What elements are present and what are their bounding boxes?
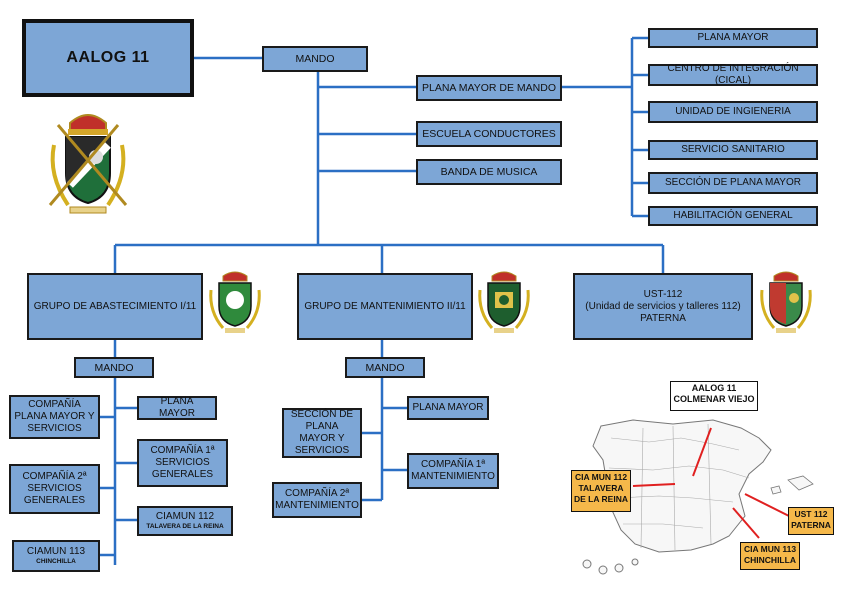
compania-2-mantenimiento-label: COMPAÑÍA 2ª MANTENIMIENTO (275, 488, 359, 511)
seccion-plana-mayor-item-label: SECCIÓN DE PLANA MAYOR (665, 177, 801, 188)
mantenimiento-plana-mayor-box: PLANA MAYOR (407, 396, 489, 420)
grupo-mantenimiento-box: GRUPO DE MANTENIMIENTO II/11 (297, 273, 473, 340)
compania-1-mantenimiento-box: COMPAÑÍA 1ª MANTENIMIENTO (407, 453, 499, 489)
ust-crest-icon (760, 271, 812, 333)
ciamun-113-label: CIAMUN 113 (26, 546, 86, 557)
ciamun-112-label: CIAMUN 112 (155, 511, 215, 522)
grupo-mantenimiento-title: GRUPO DE MANTENIMIENTO II/11 (304, 300, 466, 312)
mantenimiento-mando-label: MANDO (365, 361, 405, 374)
mando-top-label: MANDO (295, 53, 335, 65)
plana-mayor-item-box: PLANA MAYOR (648, 28, 818, 48)
ust-line1: UST-112 (643, 288, 683, 300)
map-tag-chinchilla: CIA MUN 113 CHINCHILLA (740, 542, 800, 570)
grupo-abastecimiento-title: GRUPO DE ABASTECIMIENTO I/11 (33, 300, 197, 312)
compania-2-servicios-generales-box: COMPAÑÍA 2ª SERVICIOS GENERALES (9, 464, 100, 514)
map-tag-talavera: CIA MUN 112 TALAVERA DE LA REINA (571, 470, 631, 512)
compania-2-mantenimiento-box: COMPAÑÍA 2ª MANTENIMIENTO (272, 482, 362, 518)
grupo-abastecimiento-box: GRUPO DE ABASTECIMIENTO I/11 (27, 273, 203, 340)
abastecimiento-plana-mayor-box: PLANA MAYOR (137, 396, 217, 420)
map-tag-talavera-line3: DE LA REINA (574, 494, 628, 504)
map-tag-talavera-line2: TALAVERA (578, 483, 624, 493)
plana-mayor-mando-box: PLANA MAYOR DE MANDO (416, 75, 562, 101)
escuela-conductores-box: ESCUELA CONDUCTORES (416, 121, 562, 147)
ciamun-112-box: CIAMUN 112 TALAVERA DE LA REINA (137, 506, 233, 536)
mantenimiento-mando-box: MANDO (345, 357, 425, 378)
compania-plana-mayor-servicios-label: COMPAÑÍA PLANA MAYOR Y SERVICIOS (14, 399, 95, 434)
ust-line3: PATERNA (640, 312, 686, 324)
sanitario-item-box: SERVICIO SANITARIO (648, 140, 818, 160)
abastecimiento-plana-mayor-label: PLANA MAYOR (159, 396, 195, 419)
map-tag-hq-line2: COLMENAR VIEJO (673, 394, 755, 404)
aalog-crest-icon (46, 107, 130, 215)
seccion-plana-mayor-item-box: SECCIÓN DE PLANA MAYOR (648, 172, 818, 194)
compania-2-servicios-generales-label: COMPAÑÍA 2ª SERVICIOS GENERALES (22, 471, 87, 506)
map-tag-paterna-line2: PATERNA (791, 520, 831, 530)
compania-1-servicios-generales-box: COMPAÑÍA 1ª SERVICIOS GENERALES (137, 439, 228, 487)
habilitacion-item-box: HABILITACIÓN GENERAL (648, 206, 818, 226)
spain-map-icon (582, 419, 814, 575)
map-tag-talavera-line1: CIA MUN 112 (574, 472, 628, 482)
mando-top-box: MANDO (262, 46, 368, 72)
ust-112-box: UST-112 (Unidad de servicios y talleres … (573, 273, 753, 340)
compania-plana-mayor-servicios-box: COMPAÑÍA PLANA MAYOR Y SERVICIOS (9, 395, 100, 439)
compania-1-servicios-generales-label: COMPAÑÍA 1ª SERVICIOS GENERALES (150, 445, 215, 480)
seccion-plana-mayor-servicios-label: SECCIÓN DE PLANA MAYOR Y SERVICIOS (290, 409, 354, 456)
abastecimiento-mando-box: MANDO (74, 357, 154, 378)
habilitacion-item-label: HABILITACIÓN GENERAL (673, 210, 793, 221)
map-tag-chinchilla-line2: CHINCHILLA (744, 555, 796, 565)
banda-musica-box: BANDA DE MUSICA (416, 159, 562, 185)
seccion-plana-mayor-servicios-box: SECCIÓN DE PLANA MAYOR Y SERVICIOS (282, 408, 362, 458)
sanitario-item-label: SERVICIO SANITARIO (681, 144, 785, 155)
escuela-conductores-label: ESCUELA CONDUCTORES (422, 128, 556, 140)
ciamun-113-box: CIAMUN 113 CHINCHILLA (12, 540, 100, 572)
ciamun-112-sub: TALAVERA DE LA REINA (146, 523, 224, 530)
abastecimiento-mando-label: MANDO (94, 361, 134, 374)
plana-mayor-mando-label: PLANA MAYOR DE MANDO (422, 82, 556, 94)
cical-item-label: CENTRO DE INTEGRACIÓN (CICAL) (667, 63, 799, 86)
ust-line2: (Unidad de servicios y talleres 112) (585, 300, 741, 312)
root-box-aalog11: AALOG 11 (22, 19, 194, 97)
map-tag-paterna-line1: UST 112 (794, 509, 828, 519)
ingenieria-item-box: UNIDAD DE INGIENERIA (648, 101, 818, 123)
map-tag-chinchilla-line1: CIA MUN 113 (743, 544, 797, 554)
cical-item-box: CENTRO DE INTEGRACIÓN (CICAL) (648, 63, 818, 86)
ingenieria-item-label: UNIDAD DE INGIENERIA (675, 106, 791, 117)
abastecimiento-crest-icon (209, 271, 261, 333)
root-title: AALOG 11 (66, 49, 150, 66)
map-tag-hq-line1: AALOG 11 (691, 383, 737, 393)
map-tag-paterna: UST 112 PATERNA (788, 507, 834, 535)
plana-mayor-item-label: PLANA MAYOR (697, 32, 769, 43)
banda-musica-label: BANDA DE MUSICA (440, 166, 538, 178)
mantenimiento-plana-mayor-label: PLANA MAYOR (412, 402, 484, 413)
ciamun-113-sub: CHINCHILLA (36, 558, 76, 565)
compania-1-mantenimiento-label: COMPAÑÍA 1ª MANTENIMIENTO (411, 459, 495, 482)
mantenimiento-crest-icon (478, 271, 530, 333)
map-tag-hq: AALOG 11 COLMENAR VIEJO (670, 381, 758, 411)
